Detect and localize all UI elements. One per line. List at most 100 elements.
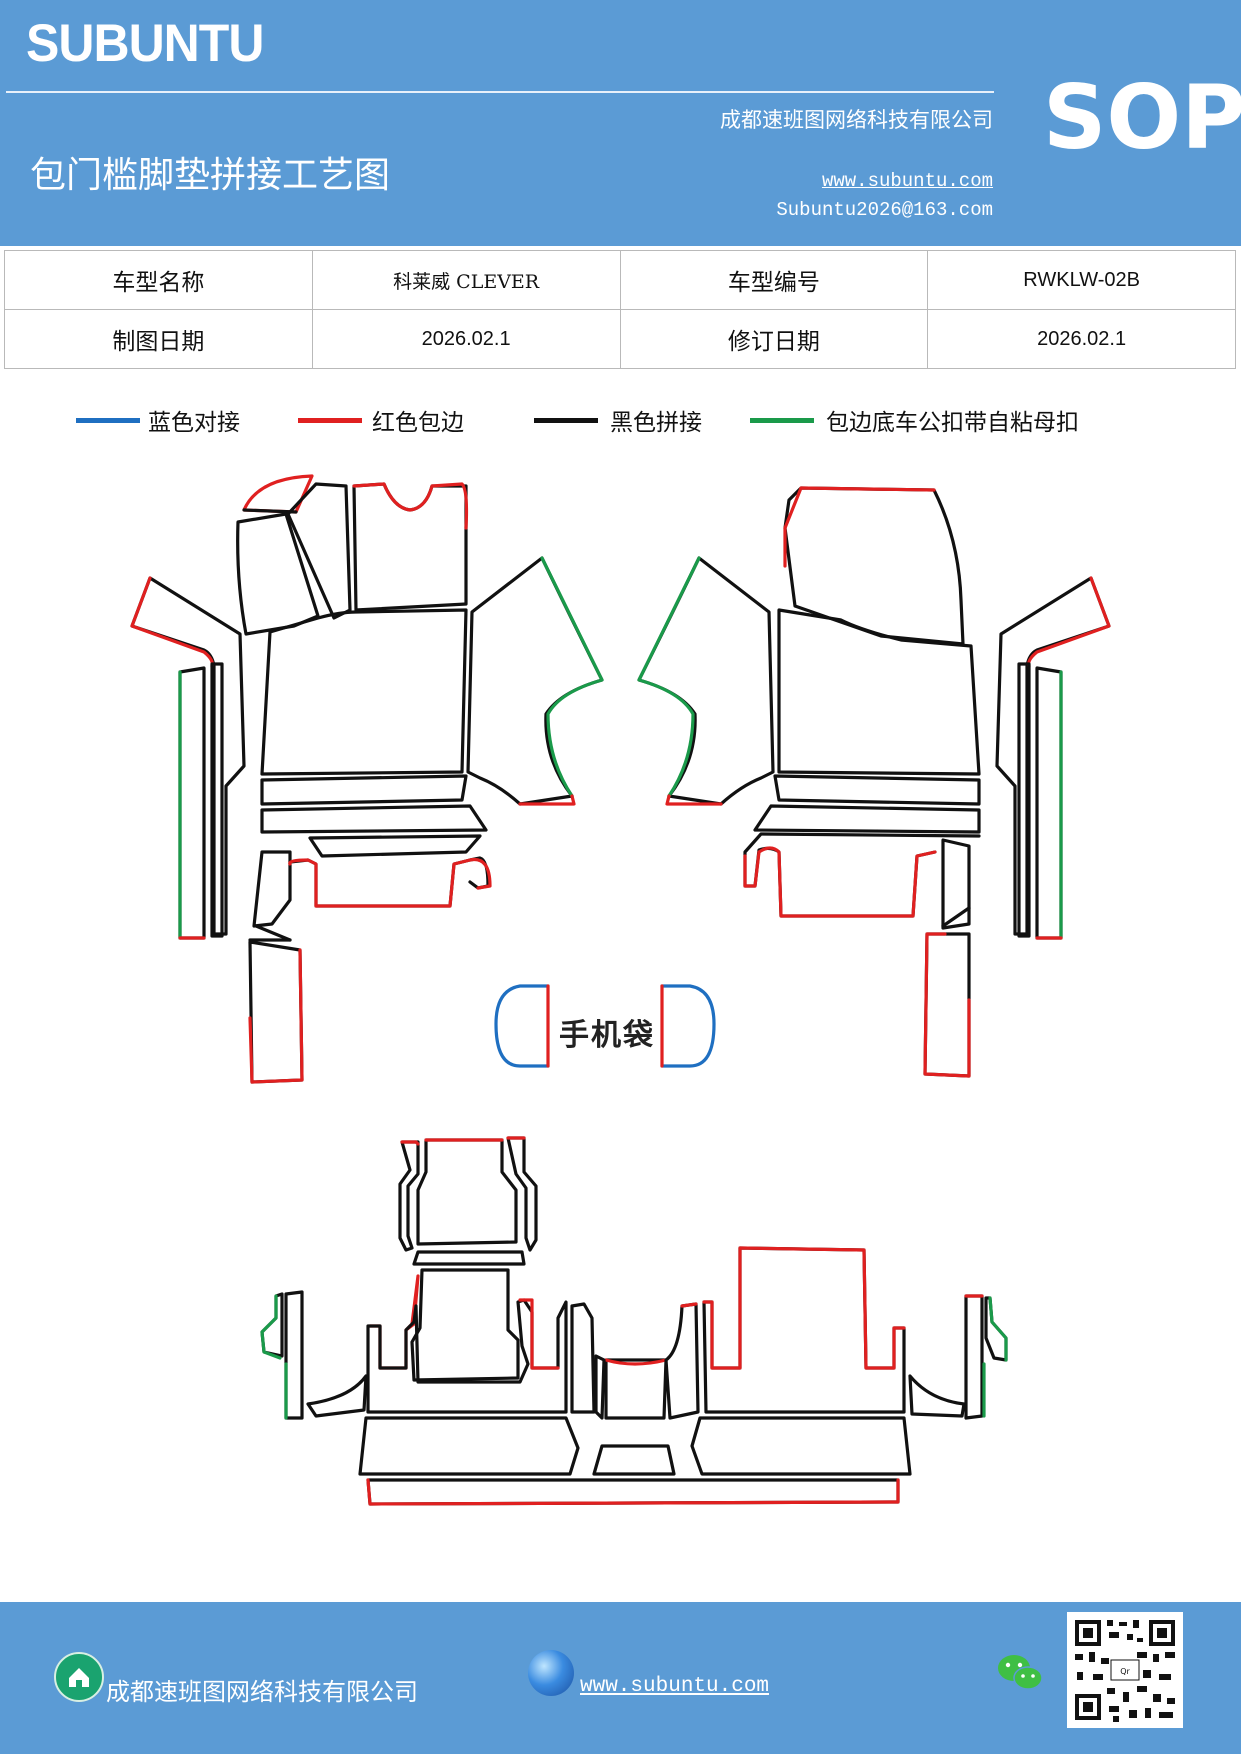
qr-code: Qr bbox=[1067, 1612, 1183, 1728]
mat-piece bbox=[570, 1302, 596, 1414]
phone-bag-left bbox=[494, 984, 550, 1068]
mat-edge bbox=[923, 932, 971, 1078]
mat-piece bbox=[410, 1268, 520, 1382]
mat-piece bbox=[260, 774, 468, 806]
mat-piece bbox=[1017, 662, 1031, 938]
legend-label: 红色包边 bbox=[372, 410, 464, 436]
table-row: 车型名称 科莱威 CLEVER 车型编号 RWKLW-02B bbox=[4, 250, 1236, 310]
mat-piece bbox=[358, 1416, 580, 1476]
phone-bag-label: 手机袋 bbox=[559, 1018, 655, 1053]
sop-badge: SOP bbox=[1043, 66, 1241, 169]
mat-edge bbox=[743, 846, 937, 918]
mat-piece bbox=[260, 804, 488, 834]
header-bar bbox=[0, 0, 1241, 246]
mat-layout-diagram bbox=[130, 474, 1111, 1506]
mat-edge bbox=[702, 1246, 906, 1370]
mat-piece bbox=[178, 666, 206, 940]
mat-piece bbox=[690, 1416, 912, 1476]
mat-piece bbox=[1035, 666, 1063, 940]
mat-piece bbox=[923, 932, 971, 1078]
mat-piece bbox=[412, 1250, 526, 1266]
mat-piece bbox=[352, 482, 469, 530]
legend-swatch bbox=[76, 417, 140, 423]
mat-piece bbox=[664, 1302, 700, 1420]
header-divider bbox=[6, 91, 994, 93]
home-icon bbox=[54, 1652, 104, 1702]
mat-piece bbox=[260, 608, 468, 776]
mat-piece bbox=[210, 662, 224, 938]
mat-edge bbox=[680, 1302, 698, 1308]
revision-date-value: 2026.02.1 bbox=[927, 309, 1236, 369]
mat-edge bbox=[368, 1274, 420, 1370]
mat-piece bbox=[637, 556, 775, 806]
mat-edge bbox=[400, 1140, 420, 1146]
mat-piece bbox=[366, 1478, 900, 1506]
phone-bag-right bbox=[660, 984, 716, 1068]
wechat-icon[interactable] bbox=[996, 1652, 1044, 1694]
mat-piece bbox=[242, 508, 298, 514]
legend-swatch bbox=[298, 417, 362, 423]
draw-date-label: 制图日期 bbox=[4, 309, 313, 369]
legend-green: 包边底车公扣带自粘母扣 bbox=[750, 403, 1079, 437]
legend-swatch bbox=[750, 417, 814, 423]
mat-piece bbox=[941, 838, 971, 930]
mat-piece bbox=[604, 1358, 668, 1420]
mat-piece bbox=[366, 1298, 568, 1414]
mat-piece bbox=[248, 940, 304, 1084]
mat-edge bbox=[518, 1298, 560, 1370]
mat-piece bbox=[352, 482, 468, 612]
table-row: 制图日期 2026.02.1 修订日期 2026.02.1 bbox=[4, 309, 1236, 369]
mat-piece bbox=[284, 1290, 304, 1420]
mat-piece bbox=[702, 1246, 906, 1414]
globe-icon bbox=[528, 1650, 574, 1696]
mat-edge bbox=[604, 1358, 668, 1366]
mat-edge bbox=[637, 556, 701, 798]
mat-edge bbox=[665, 794, 723, 806]
mat-piece bbox=[466, 556, 604, 806]
model-code-label: 车型编号 bbox=[619, 250, 929, 310]
legend-label: 包边底车公扣带自粘母扣 bbox=[826, 410, 1079, 436]
mat-edge bbox=[248, 948, 304, 1084]
model-name-value: 科莱威 CLEVER bbox=[311, 250, 621, 310]
legend-red: 红色包边 bbox=[298, 403, 464, 437]
mat-piece bbox=[783, 486, 965, 646]
mat-edge bbox=[518, 794, 576, 806]
revision-date-label: 修订日期 bbox=[619, 309, 929, 369]
phone-bag-pieces bbox=[494, 984, 716, 1068]
mat-edge bbox=[783, 486, 936, 568]
mat-edge bbox=[366, 1478, 900, 1506]
page-title: 包门槛脚垫拼接工艺图 bbox=[30, 155, 391, 196]
vehicle-info-table: 车型名称 科莱威 CLEVER 车型编号 RWKLW-02B 制图日期 2026… bbox=[4, 250, 1236, 369]
mat-piece bbox=[252, 850, 292, 928]
footer-company-name: 成都速班图网络科技有限公司 bbox=[106, 1678, 418, 1706]
company-name: 成都速班图网络科技有限公司 bbox=[720, 108, 993, 132]
right-door-panels bbox=[637, 486, 1111, 1078]
rear-floor-panels bbox=[260, 1136, 1008, 1506]
mat-piece bbox=[753, 804, 981, 834]
legend-blue: 蓝色对接 bbox=[76, 403, 240, 437]
model-code-value: RWKLW-02B bbox=[927, 250, 1236, 310]
brand-logo: SUBUNTU bbox=[26, 13, 264, 73]
mat-piece bbox=[286, 482, 352, 620]
legend-swatch bbox=[534, 417, 598, 423]
mat-edge bbox=[260, 1294, 282, 1360]
mat-edge bbox=[540, 556, 604, 798]
legend-black: 黑色拼接 bbox=[534, 403, 702, 437]
draw-date-value: 2026.02.1 bbox=[311, 309, 621, 369]
mat-piece bbox=[777, 608, 981, 776]
svg-text:Qr: Qr bbox=[1120, 1667, 1130, 1676]
mat-piece bbox=[506, 1136, 538, 1252]
mat-piece bbox=[398, 1140, 420, 1252]
mat-edge bbox=[988, 1296, 1008, 1362]
email-address: Subuntu2026@163.com bbox=[776, 199, 993, 221]
website-link[interactable]: www.subuntu.com bbox=[821, 170, 993, 192]
mat-piece bbox=[288, 856, 490, 908]
footer-website-link[interactable]: www.subuntu.com bbox=[580, 1675, 770, 1698]
mat-piece bbox=[306, 1374, 368, 1418]
mat-piece bbox=[964, 1294, 984, 1420]
mat-piece bbox=[592, 1444, 676, 1476]
mat-piece bbox=[594, 1354, 606, 1420]
mat-edge bbox=[288, 857, 492, 908]
mat-piece bbox=[941, 906, 971, 928]
mat-piece bbox=[908, 1374, 966, 1418]
